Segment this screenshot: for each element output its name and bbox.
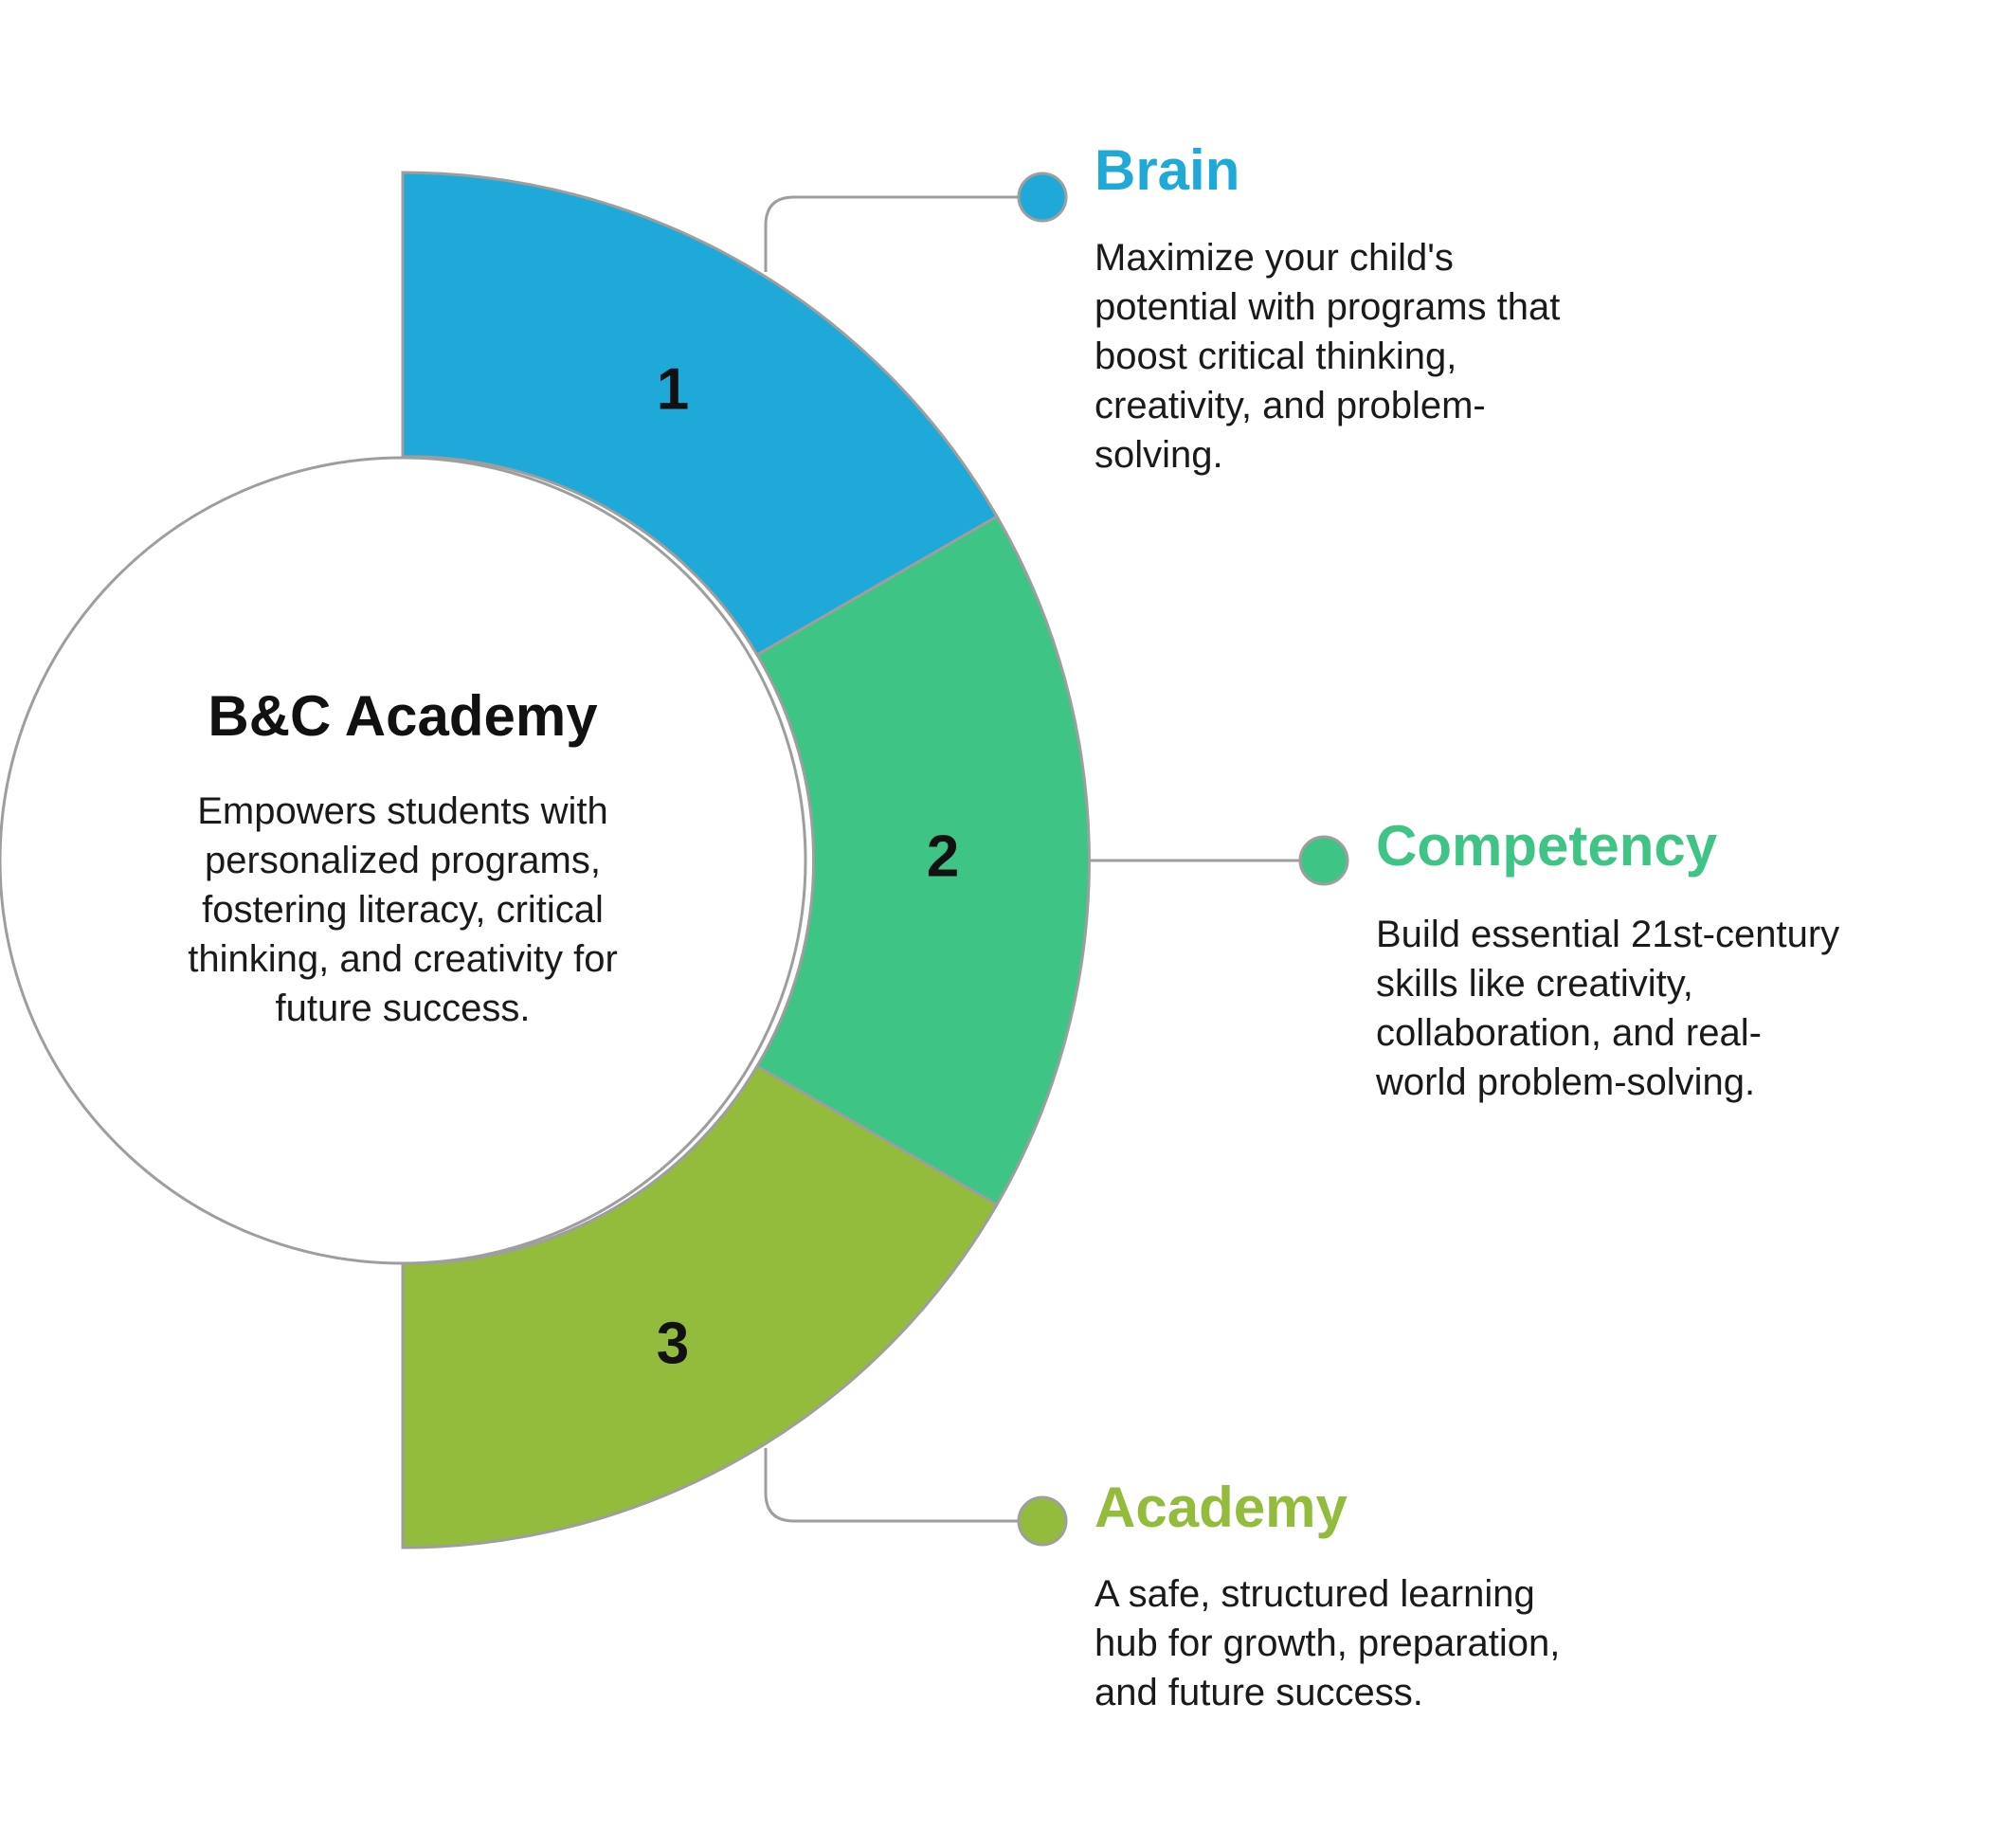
segment-number-1: 1 [657,356,689,422]
competency-title: Competency [1376,814,1718,878]
segment-competency [754,514,1091,1207]
segment-number-2: 2 [927,824,959,889]
marker-dot-competency [1298,835,1349,886]
marker-dot-academy [1017,1495,1068,1547]
connector-academy [764,1448,1019,1523]
academy-title: Academy [1094,1476,1348,1539]
center-circle [0,456,807,1265]
brain-description: Maximize your child's potential with pro… [1094,237,1561,476]
brain-title: Brain [1094,138,1240,202]
marker-dot-brain [1017,172,1068,223]
academy-description: A safe, structured learning hub for grow… [1094,1573,1561,1713]
segment-number-3: 3 [657,1311,689,1376]
center-description: Empowers students with personalized prog… [188,790,618,1029]
segment-academy [401,1063,1000,1549]
connector-brain [764,195,1019,272]
center-title: B&C Academy [208,684,598,748]
competency-description: Build essential 21st-century skills like… [1376,914,1840,1103]
segment-brain [401,171,1000,658]
